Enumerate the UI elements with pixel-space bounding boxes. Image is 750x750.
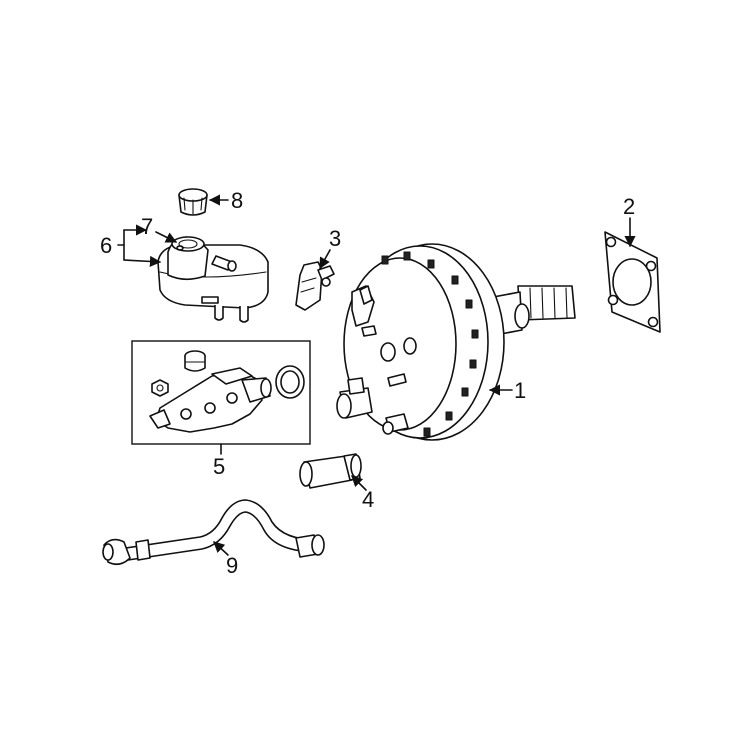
part-3-sensor[interactable] (295, 261, 335, 311)
part-6-brake-fluid-reservoir[interactable] (157, 236, 269, 323)
callout-8: 8 (231, 188, 243, 213)
callout-5: 5 (213, 454, 225, 479)
callout-7: 7 (141, 214, 153, 239)
leader-lines (117, 194, 636, 556)
part-1-brake-booster[interactable] (336, 243, 576, 441)
part-7-reservoir-cap-seal (176, 245, 184, 251)
callout-1: 1 (514, 378, 526, 403)
callout-2: 2 (623, 194, 635, 219)
part-2-gasket[interactable] (604, 231, 661, 333)
callout-6: 6 (100, 233, 112, 258)
callout-9: 9 (226, 553, 238, 578)
callout-4: 4 (362, 487, 374, 512)
callout-3: 3 (329, 226, 341, 251)
part-4-check-valve[interactable] (299, 453, 362, 489)
part-5-master-cylinder[interactable] (149, 350, 305, 433)
part-8-reservoir-cap[interactable] (178, 188, 208, 216)
part-9-vacuum-hose[interactable] (102, 499, 325, 566)
